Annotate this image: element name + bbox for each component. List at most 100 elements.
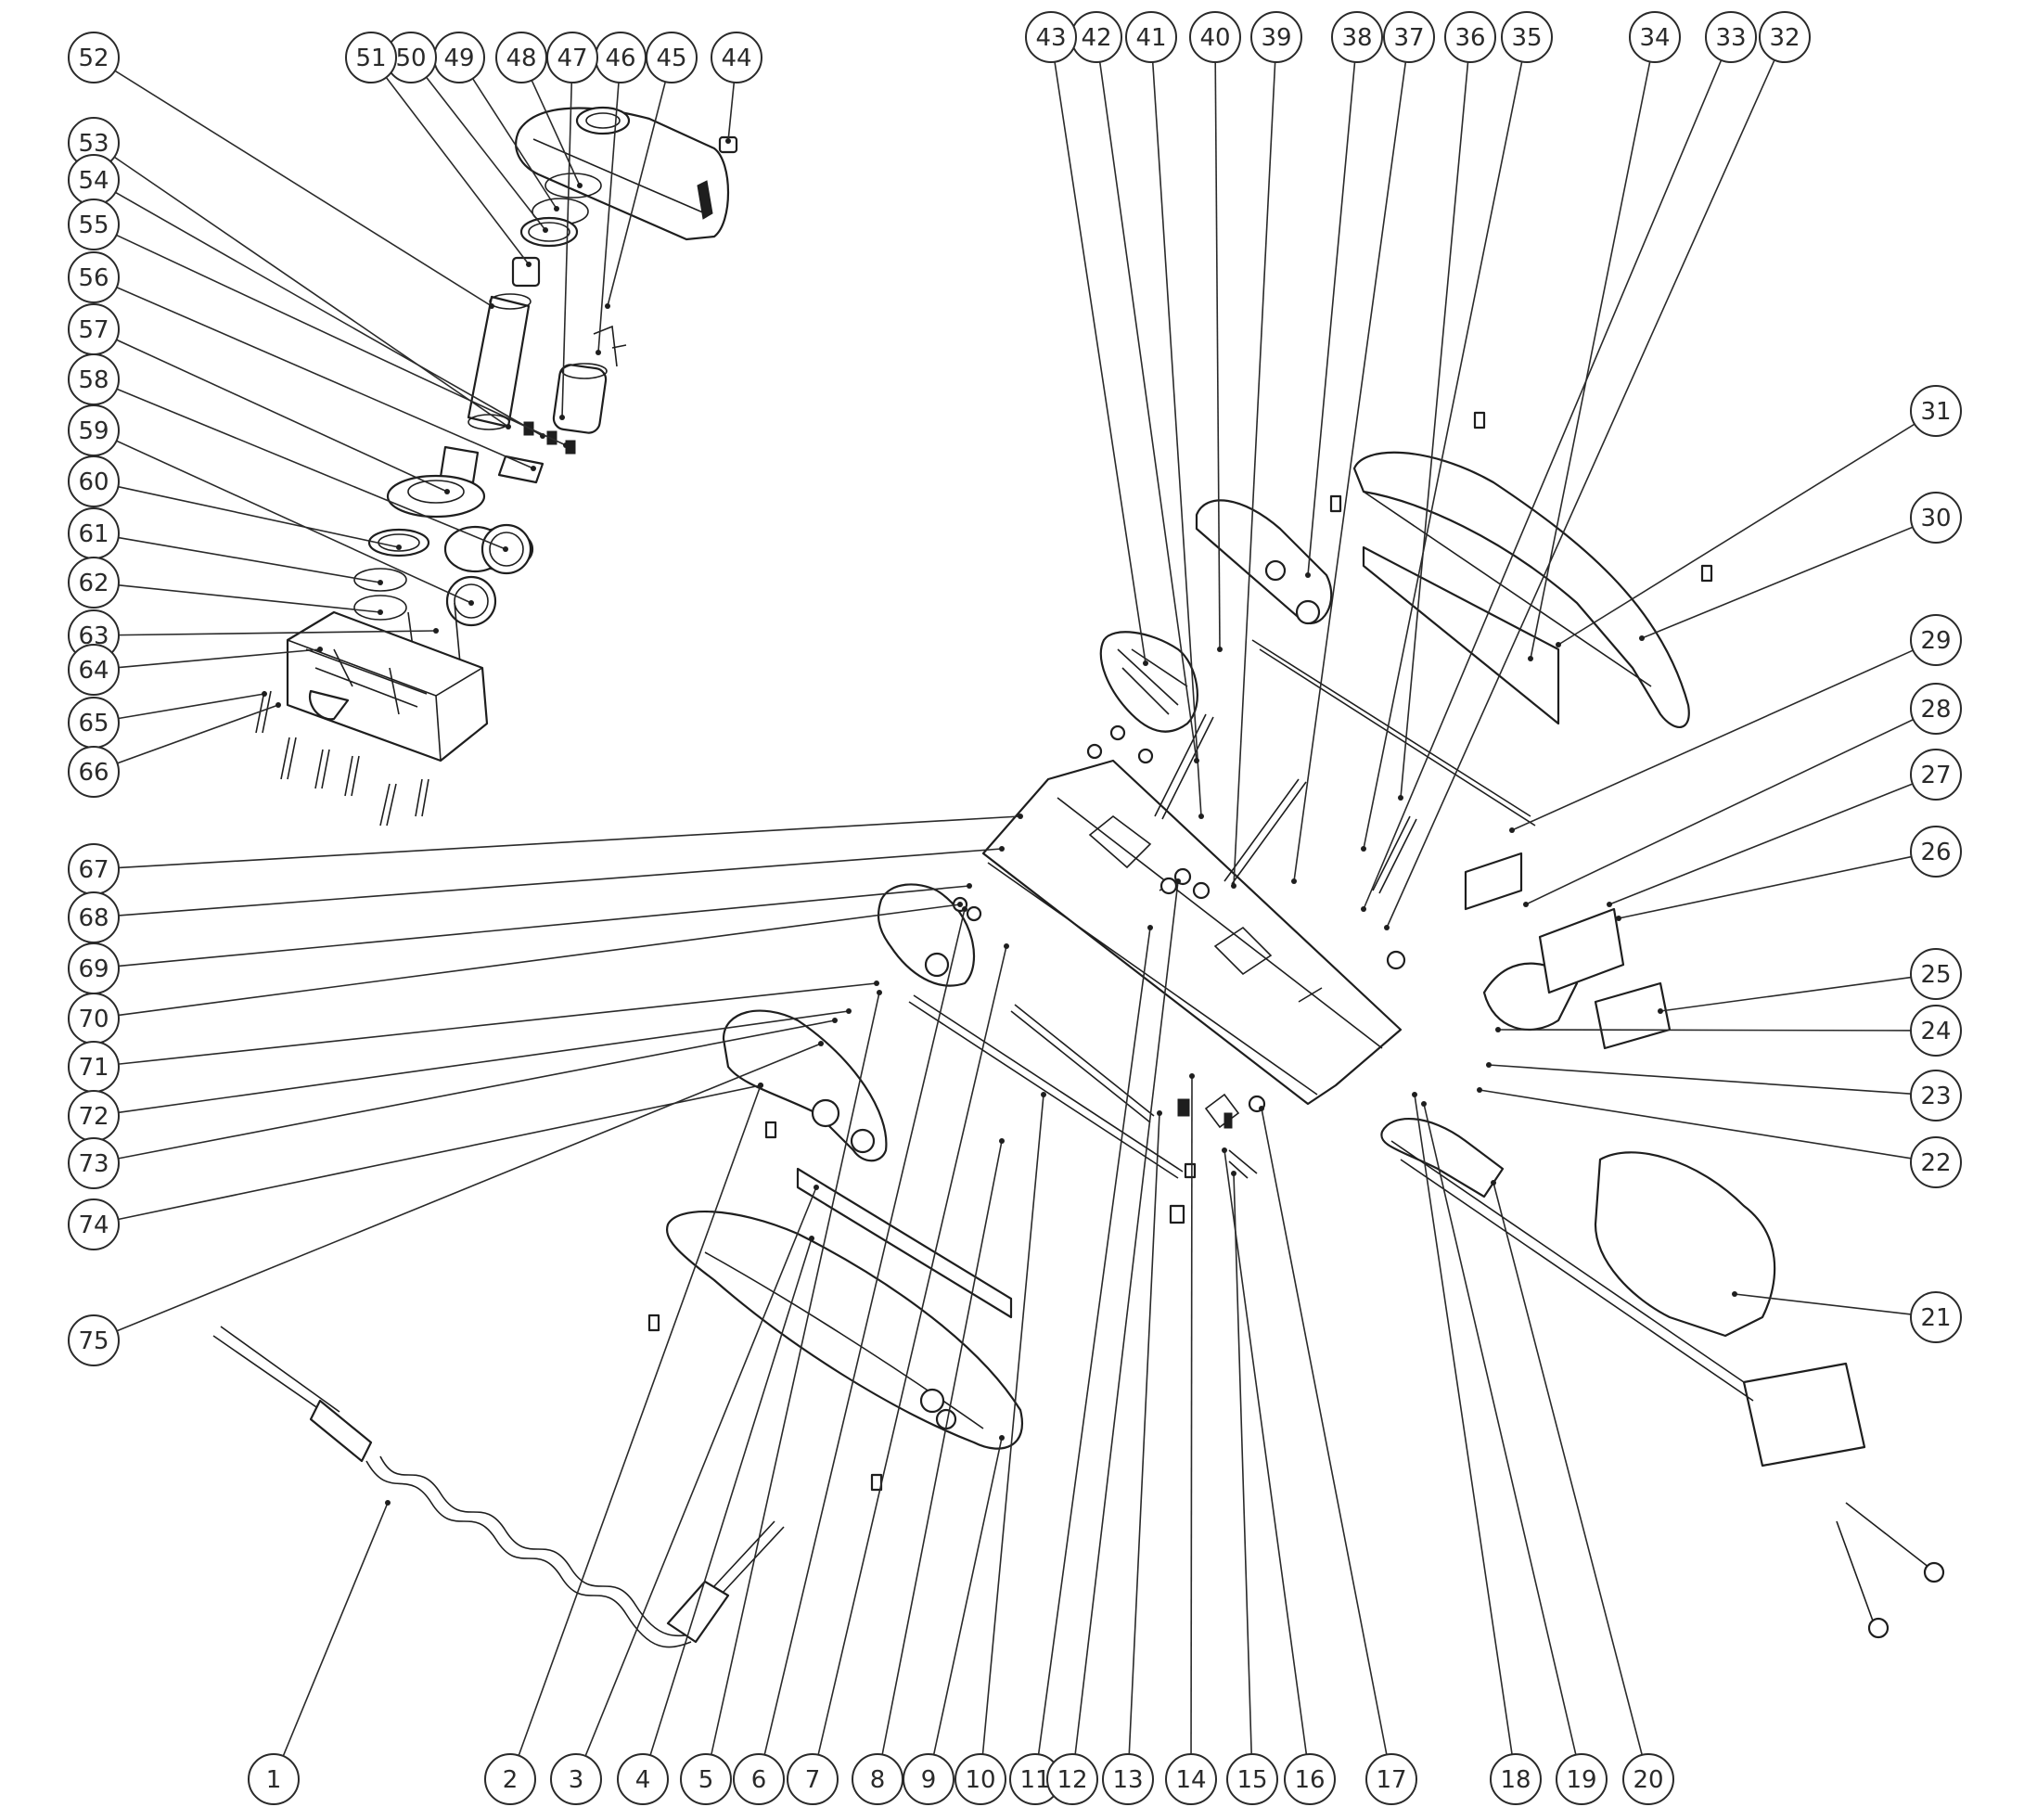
callout-43: 43 xyxy=(1025,11,1077,63)
leader-line-57 xyxy=(116,339,448,493)
callout-circle xyxy=(1910,1005,1962,1057)
callout-circle xyxy=(68,199,120,250)
leader-line-2 xyxy=(518,1084,762,1756)
leader-dot-18 xyxy=(1412,1092,1417,1097)
callout-circle xyxy=(1759,11,1811,63)
leader-line-67 xyxy=(118,815,1021,869)
leader-line-4 xyxy=(649,1237,813,1756)
callout-circle xyxy=(1501,11,1553,63)
leader-line-73 xyxy=(118,1019,836,1160)
callout-51: 51 xyxy=(345,32,397,83)
callout-52: 52 xyxy=(68,32,120,83)
callout-circle xyxy=(1189,11,1241,63)
callout-17: 17 xyxy=(1365,1753,1417,1805)
callout-circle xyxy=(1284,1753,1336,1805)
leader-line-15 xyxy=(1233,1173,1252,1755)
leader-line-43 xyxy=(1054,61,1147,664)
callout-19: 19 xyxy=(1556,1753,1608,1805)
callout-5: 5 xyxy=(680,1753,732,1805)
callout-circle xyxy=(954,1753,1006,1805)
leader-line-47 xyxy=(561,82,573,418)
callout-number: 65 xyxy=(78,710,109,737)
leader-line-26 xyxy=(1618,855,1912,919)
callout-circle xyxy=(68,251,120,303)
callout-number: 46 xyxy=(605,45,635,72)
callout-circle xyxy=(1910,1136,1962,1188)
leader-dot-8 xyxy=(999,1138,1005,1144)
callout-50: 50 xyxy=(385,32,437,83)
callout-33: 33 xyxy=(1705,11,1757,63)
leader-dot-72 xyxy=(846,1008,852,1014)
callout-circle xyxy=(68,644,120,696)
callout-number: 8 xyxy=(870,1766,886,1794)
callout-number: 53 xyxy=(78,130,109,158)
leader-dot-29 xyxy=(1509,827,1515,833)
leader-line-19 xyxy=(1423,1103,1577,1755)
leader-line-65 xyxy=(118,693,265,720)
callout-circle xyxy=(550,1753,602,1805)
leader-line-16 xyxy=(1223,1149,1308,1755)
callout-number: 66 xyxy=(78,759,109,787)
leader-line-40 xyxy=(1214,61,1221,650)
callout-number: 41 xyxy=(1135,24,1166,52)
leader-dot-17 xyxy=(1259,1106,1264,1111)
callout-number: 23 xyxy=(1920,1083,1951,1110)
callout-number: 17 xyxy=(1376,1766,1406,1794)
callout-61: 61 xyxy=(68,507,120,559)
callout-number: 35 xyxy=(1511,24,1542,52)
callout-14: 14 xyxy=(1165,1753,1217,1805)
leader-dot-51 xyxy=(526,262,532,267)
callout-number: 26 xyxy=(1920,839,1951,866)
callout-20: 20 xyxy=(1622,1753,1674,1805)
callout-circle xyxy=(1226,1753,1278,1805)
callout-circle xyxy=(1383,11,1435,63)
callout-circle xyxy=(1125,11,1177,63)
leader-line-11 xyxy=(1037,927,1151,1755)
leader-line-9 xyxy=(932,1437,1003,1755)
callout-28: 28 xyxy=(1910,683,1962,735)
leader-dot-21 xyxy=(1732,1291,1737,1297)
callout-number: 74 xyxy=(78,1211,109,1239)
callout-number: 11 xyxy=(1019,1766,1050,1794)
callout-13: 13 xyxy=(1102,1753,1154,1805)
callout-11: 11 xyxy=(1009,1753,1061,1805)
motor-top-cover xyxy=(515,106,738,241)
callout-35: 35 xyxy=(1501,11,1553,63)
leader-line-74 xyxy=(118,1084,762,1221)
leader-dot-56 xyxy=(531,466,536,471)
parts-drawing xyxy=(212,106,1945,1648)
callout-number: 31 xyxy=(1920,398,1951,426)
leader-line-53 xyxy=(113,156,509,428)
leader-dot-11 xyxy=(1147,925,1153,930)
callout-circle xyxy=(1444,11,1496,63)
leader-dot-74 xyxy=(758,1083,763,1088)
leader-dot-53 xyxy=(506,424,511,429)
callout-3: 3 xyxy=(550,1753,602,1805)
callout-number: 12 xyxy=(1057,1766,1087,1794)
leader-dot-19 xyxy=(1421,1101,1427,1107)
leader-dot-1 xyxy=(385,1500,391,1506)
leader-dot-6 xyxy=(962,906,967,912)
callout-circle xyxy=(1910,492,1962,544)
leader-dot-65 xyxy=(262,691,267,697)
leader-dot-52 xyxy=(489,303,494,309)
leader-line-46 xyxy=(597,82,620,353)
leader-line-75 xyxy=(116,1043,822,1332)
leader-line-62 xyxy=(118,583,381,613)
left-side-panels xyxy=(666,883,1023,1450)
leader-dot-15 xyxy=(1231,1171,1236,1176)
callout-circle xyxy=(1910,1291,1962,1343)
leader-dot-64 xyxy=(317,647,323,652)
leader-dot-23 xyxy=(1486,1062,1492,1068)
leader-dot-63 xyxy=(433,628,439,634)
leader-line-7 xyxy=(817,945,1007,1755)
callout-number: 25 xyxy=(1920,961,1951,989)
callout-number: 39 xyxy=(1261,24,1291,52)
leader-dot-48 xyxy=(577,183,583,188)
leader-line-51 xyxy=(385,76,530,265)
leader-line-13 xyxy=(1128,1112,1160,1755)
leader-line-70 xyxy=(118,904,961,1017)
leader-dot-47 xyxy=(559,415,565,420)
